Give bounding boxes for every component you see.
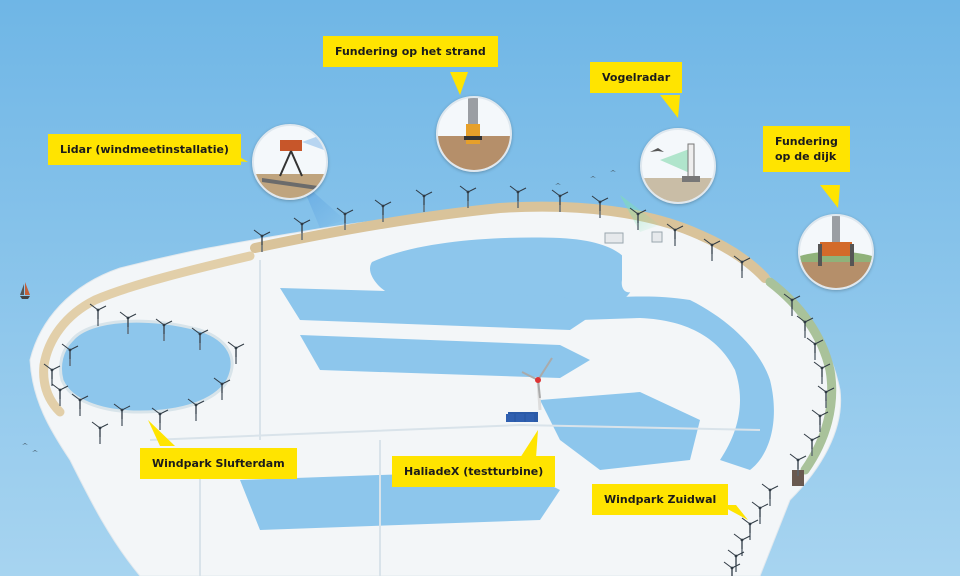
wind-turbine-icon	[191, 327, 209, 350]
slufter-lagoon	[58, 319, 234, 414]
wind-turbine-icon	[91, 421, 109, 444]
label-lidar: Lidar (windmeetinstallatie)	[48, 134, 241, 165]
radar-container	[651, 231, 663, 243]
wind-turbine-icon	[591, 195, 609, 218]
wind-turbine-icon	[783, 293, 801, 316]
wind-turbine-icon	[727, 549, 745, 572]
label-zuidwal: Windpark Zuidwal	[592, 484, 729, 515]
wind-turbine-icon	[803, 433, 821, 456]
label-vogelradar: Vogelradar	[590, 62, 683, 93]
foundation-icon	[800, 216, 872, 288]
wind-turbine-icon	[751, 501, 769, 524]
label-fundering-strand-text: Fundering op het strand	[335, 45, 486, 58]
label-slufterdam-text: Windpark Slufterdam	[152, 457, 285, 470]
wind-turbine-icon	[789, 453, 807, 476]
sailboat-icon	[20, 282, 30, 299]
wind-turbine-icon	[811, 409, 829, 432]
wind-turbine-icon	[155, 318, 173, 341]
strand-foundation-bubble	[436, 96, 512, 172]
label-zuidwal-text: Windpark Zuidwal	[604, 493, 717, 506]
harbor-channel-5	[540, 392, 700, 470]
dijk-foundation-bubble	[798, 214, 874, 290]
bird-icon	[22, 170, 616, 452]
beach-strip-slufterdam	[39, 251, 255, 417]
harbor-channel-1	[280, 288, 600, 330]
wind-turbine-icon	[551, 189, 569, 212]
wind-turbine-icon	[733, 255, 751, 278]
wind-turbine-icon	[761, 483, 779, 506]
label-fundering-dijk-line1: Fundering	[775, 135, 838, 148]
beach-strip	[250, 201, 770, 283]
wind-turbine-icon	[71, 393, 89, 416]
foundation-icon	[438, 98, 510, 170]
harbor-channel-2	[300, 335, 590, 378]
label-haliadex: HaliadeX (testturbine)	[392, 456, 556, 487]
bird-radar-icon	[642, 143, 714, 202]
wind-turbine-icon	[151, 407, 169, 430]
label-fundering-dijk: Fundering op de dijk	[763, 126, 850, 172]
label-haliadex-text: HaliadeX (testturbine)	[404, 465, 544, 478]
wind-turbine-icon	[723, 561, 741, 576]
wind-turbine-icon	[459, 185, 477, 208]
lidar-icon	[254, 134, 326, 198]
label-fundering-dijk-line2: op de dijk	[775, 150, 837, 163]
wind-turbine-icon	[227, 341, 245, 364]
wind-turbine-icon	[629, 207, 647, 230]
label-slufterdam: Windpark Slufterdam	[140, 448, 297, 479]
wind-turbine-icon	[817, 385, 835, 408]
service-container	[604, 232, 624, 244]
dike-strip	[765, 277, 837, 475]
label-fundering-strand: Fundering op het strand	[323, 36, 498, 67]
wind-turbine-icon	[796, 315, 814, 338]
vogelradar-bubble	[640, 128, 716, 204]
wind-turbine-icon	[43, 363, 61, 386]
wind-turbine-icon	[89, 303, 107, 326]
label-vogelradar-text: Vogelradar	[602, 71, 671, 84]
wind-turbine-icon	[806, 337, 824, 360]
sand-spit	[621, 250, 644, 293]
wind-turbine-icon	[374, 199, 392, 222]
wind-turbine-icon	[666, 223, 684, 246]
wind-turbine-icon	[113, 403, 131, 426]
wind-turbines	[43, 185, 835, 576]
wind-turbine-icon	[253, 229, 271, 252]
wind-turbine-icon	[509, 185, 527, 208]
wind-turbine-icon	[293, 217, 311, 240]
solar-panels	[506, 414, 534, 422]
wind-turbine-icon	[187, 398, 205, 421]
harbor-channel-3	[560, 296, 774, 470]
wind-turbine-icon	[61, 343, 79, 366]
wind-turbine-icon	[741, 517, 759, 540]
label-lidar-text: Lidar (windmeetinstallatie)	[60, 143, 229, 156]
wind-turbine-icon	[119, 311, 137, 334]
dike-cabin	[792, 470, 804, 486]
wind-turbine-icon	[703, 238, 721, 261]
lidar-bubble	[252, 124, 328, 200]
wind-turbine-icon	[213, 377, 231, 400]
wind-turbine-icon	[813, 361, 831, 384]
wind-turbine-icon	[415, 189, 433, 212]
wind-turbine-icon	[336, 207, 354, 230]
wind-turbine-icon	[51, 383, 69, 406]
